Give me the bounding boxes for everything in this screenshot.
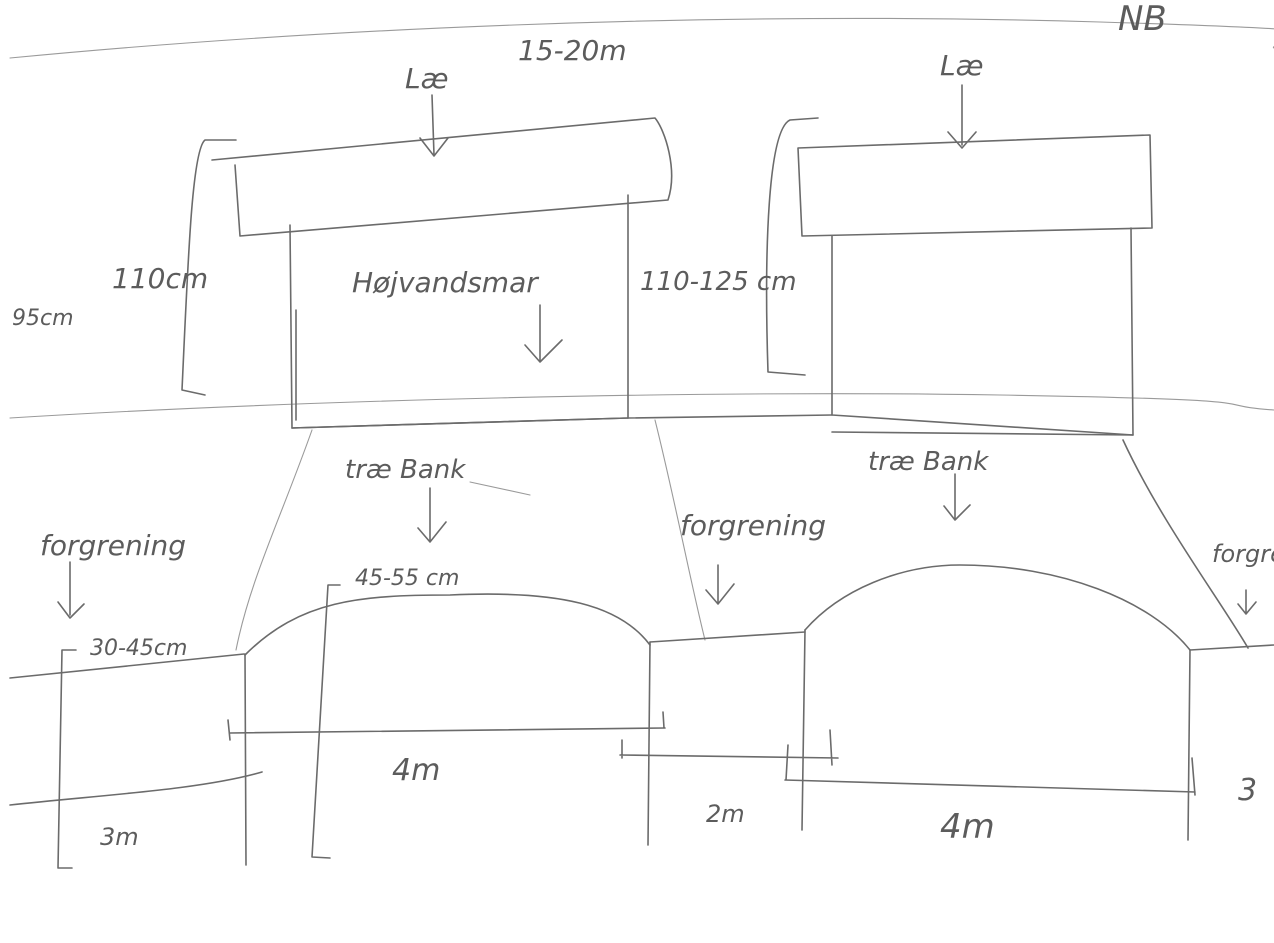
high-water-label: Højvandsmar — [352, 266, 539, 299]
bank-label-left: træ Bank — [345, 455, 466, 485]
bank-2-width-line — [784, 744, 1196, 796]
bank-arrow-1 — [417, 487, 447, 543]
branching-label-left: forgrening — [40, 529, 186, 562]
left-vertical — [244, 653, 247, 866]
branching-label-right: forgrening — [1212, 540, 1274, 568]
ditch-right — [801, 629, 806, 831]
branch-arrow-left — [57, 561, 85, 619]
width-3m-left-label: 3m — [100, 823, 139, 851]
stray-stroke — [469, 481, 531, 496]
ditch-top — [649, 631, 806, 643]
lee-label-right: Læ — [940, 49, 983, 82]
mid-base — [627, 414, 833, 419]
width-2m-label: 2m — [706, 800, 745, 828]
branching-label-mid: forgrening — [680, 509, 826, 542]
paper-fold-line — [9, 393, 1274, 419]
bank-height-label: 45-55 cm — [355, 566, 459, 591]
lee-arrow-right — [947, 84, 977, 149]
right-main-box — [831, 227, 1134, 436]
branch-line-2 — [654, 419, 706, 641]
bank-mound-2 — [804, 564, 1191, 651]
total-depth-label: 15-20m — [518, 34, 627, 67]
ground-left — [9, 653, 245, 679]
bank-2-right-side — [1187, 649, 1191, 841]
width-3m-right-label: 3 — [1238, 773, 1257, 808]
high-water-arrow — [524, 304, 563, 363]
ditch-left — [647, 641, 651, 846]
bank-1-bracket — [311, 584, 341, 859]
branch-line-3 — [1122, 439, 1249, 649]
paper-top-line — [9, 17, 1274, 59]
bank-1-width-line — [227, 711, 666, 741]
small-height-label: 30-45cm — [90, 636, 187, 661]
branch-line-1 — [235, 429, 313, 651]
lee-arrow-left — [419, 94, 449, 157]
height-middle-label: 110-125 cm — [640, 267, 797, 297]
width-4m-right-label: 4m — [940, 807, 995, 847]
branch-arrow-right — [1237, 589, 1257, 615]
height-left-outer-label: 95cm — [12, 306, 74, 331]
bank-mound-1 — [244, 593, 651, 656]
left-step-bracket — [57, 649, 77, 869]
corner-mark-label: NB — [1118, 0, 1167, 39]
left-base-line — [9, 771, 263, 806]
right-bracket — [765, 117, 819, 376]
height-left-main-label: 110cm — [112, 262, 208, 295]
branch-arrow-mid — [705, 564, 735, 605]
width-4m-left-label: 4m — [392, 753, 440, 788]
left-main-base — [291, 417, 629, 429]
right-lee-box — [797, 134, 1153, 237]
right-edge-top — [1189, 644, 1274, 651]
left-lee-box — [211, 117, 673, 237]
bank-label-right: træ Bank — [868, 447, 989, 477]
bank-arrow-2 — [943, 473, 971, 521]
ditch-width-line — [619, 729, 839, 766]
left-bracket — [181, 139, 237, 396]
right-base — [831, 431, 1134, 436]
lee-label-left: Læ — [405, 62, 448, 95]
